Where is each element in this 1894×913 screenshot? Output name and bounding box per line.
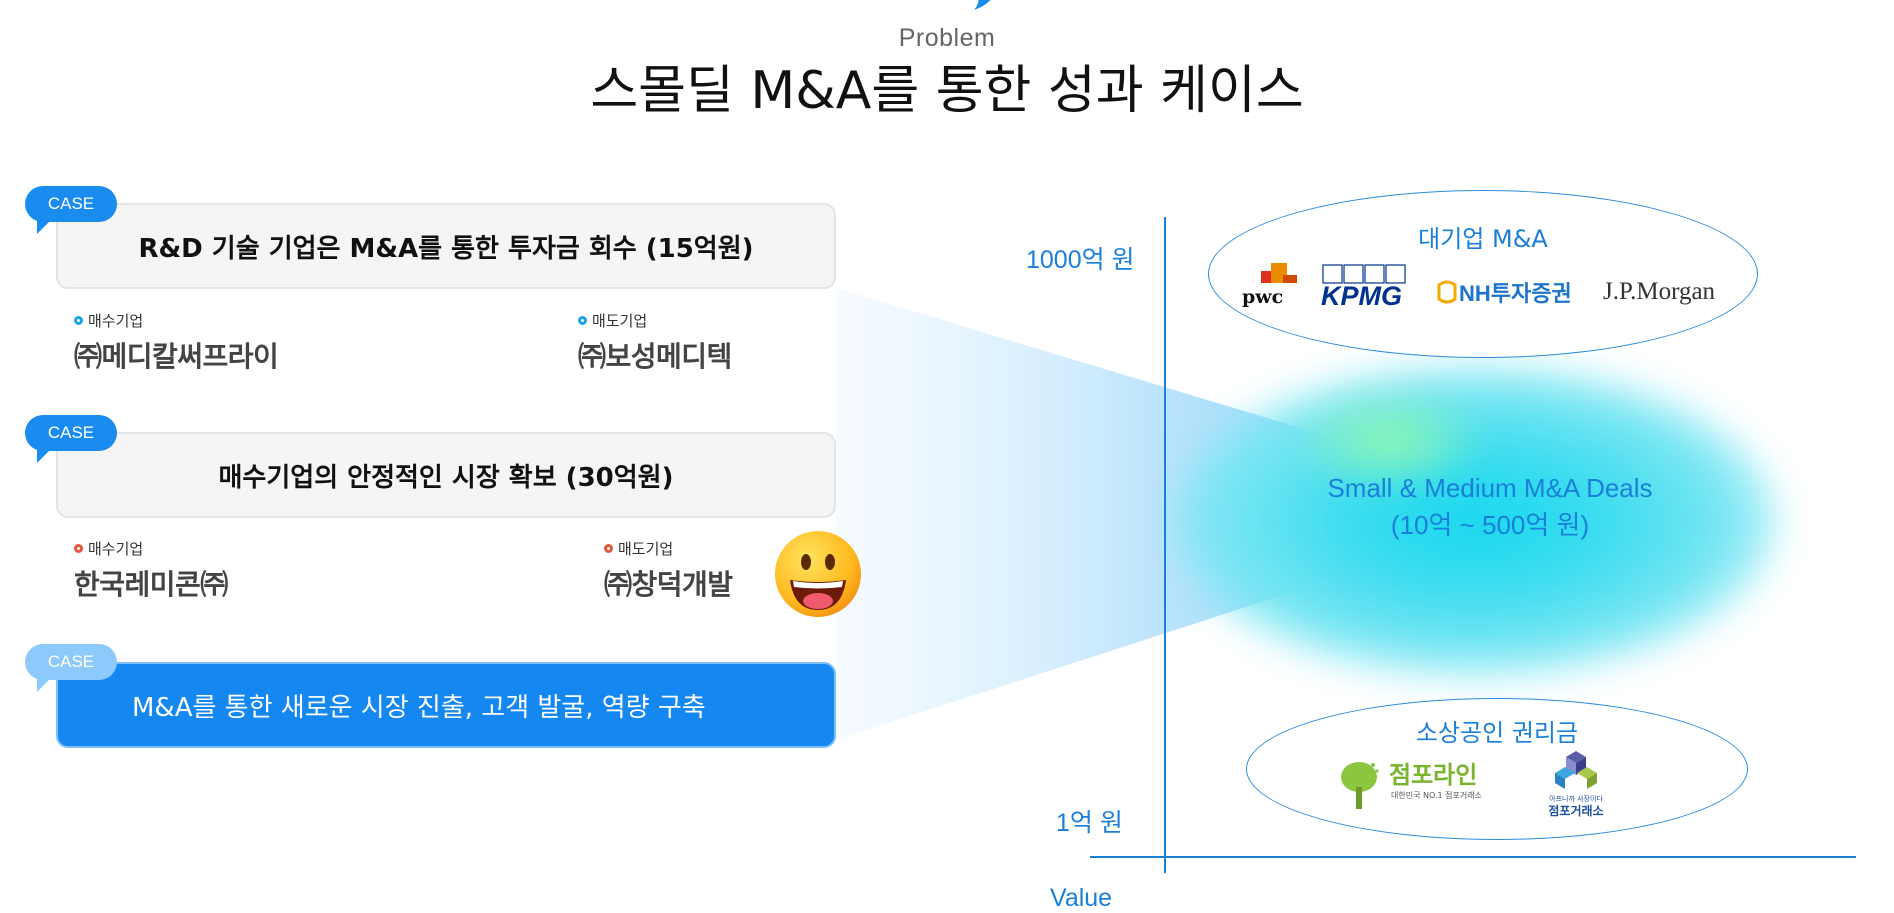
seller-company-name: ㈜창덕개발 xyxy=(604,568,733,601)
jeompo-exchange-logo: 아프니까 사장이다 점포거래소 xyxy=(1535,749,1617,819)
large-corp-title: 대기업 M&A xyxy=(1418,225,1548,253)
case-2-seller: 매도기업 ㈜창덕개발 xyxy=(604,538,733,603)
mid-market-range: (10억 ~ 500억 원) xyxy=(1390,510,1590,540)
location-pin-icon xyxy=(974,0,991,10)
jpmorgan-logo-text: J.P.Morgan xyxy=(1603,278,1716,305)
mid-market-title: Small & Medium M&A Deals xyxy=(1327,473,1653,503)
large-corp-bubble: 대기업 M&A pwc KPMG NH투자증권 J.P.Morgan xyxy=(1208,190,1758,358)
case-2-headline: 매수기업의 안정적인 시장 확보 (30억원) xyxy=(218,462,674,493)
small-business-bubble: 소상공인 권리금 점포라인 대한민국 NO.1 점포거래소 아프니까 사장이다 … xyxy=(1246,698,1748,840)
x-axis-label: Value xyxy=(1050,884,1113,912)
y-axis-top-label: 1000억 원 xyxy=(1026,246,1135,274)
case-3-tag: CASE xyxy=(25,644,117,692)
jpmorgan-logo: J.P.Morgan xyxy=(1601,273,1731,309)
case-2-tag: CASE xyxy=(25,415,117,463)
mid-market-label: Small & Medium M&A Deals (10억 ~ 500억 원) xyxy=(1280,470,1700,544)
small-business-title: 소상공인 권리금 xyxy=(1415,719,1579,747)
mid-market-glow-highlight xyxy=(1290,386,1490,496)
case-2-buyer: 매수기업 한국레미콘㈜ xyxy=(74,538,228,603)
buyer-role-label: 매수기업 xyxy=(88,313,144,330)
nh-investment-logo: NH투자증권 xyxy=(1437,275,1591,309)
y-axis xyxy=(1164,217,1166,873)
bullet-icon xyxy=(578,316,587,325)
case-3-headline: M&A를 통한 새로운 시장 진출, 고객 발굴, 역량 구축 xyxy=(132,692,706,723)
jeompoline-logo-sub: 대한민국 NO.1 점포거래소 xyxy=(1391,790,1482,800)
buyer-company-name: ㈜메디칼써프라이 xyxy=(74,340,279,373)
case-1-seller: 매도기업 ㈜보성메디텍 xyxy=(578,310,732,375)
case-3-headline-card: M&A를 통한 새로운 시장 진출, 고객 발굴, 역량 구축 xyxy=(56,662,836,748)
kpmg-logo: KPMG xyxy=(1321,263,1413,311)
jeompoline-logo-name: 점포라인 xyxy=(1389,761,1477,789)
section-eyebrow: Problem xyxy=(898,24,996,52)
nh-logo-text: NH투자증권 xyxy=(1459,281,1572,306)
pwc-logo-text: pwc xyxy=(1242,286,1283,307)
case-1-headline: R&D 기술 기업은 M&A를 통한 투자금 회수 (15억원) xyxy=(138,233,754,264)
bullet-icon xyxy=(604,544,613,553)
y-axis-bottom-label: 1억 원 xyxy=(1056,809,1123,837)
jeompo-exchange-name: 점포거래소 xyxy=(1548,803,1603,818)
page-title: 스몰딜 M&A를 통한 성과 케이스 xyxy=(590,61,1304,121)
seller-role-label: 매도기업 xyxy=(618,541,674,558)
jeompoline-logo: 점포라인 대한민국 NO.1 점포거래소 xyxy=(1337,757,1507,817)
buyer-company-name: 한국레미콘㈜ xyxy=(74,568,228,601)
x-axis xyxy=(1090,856,1856,858)
case-1-buyer: 매수기업 ㈜메디칼써프라이 xyxy=(74,310,279,375)
bullet-icon xyxy=(74,544,83,553)
buyer-role-label: 매수기업 xyxy=(88,541,144,558)
pwc-logo: pwc xyxy=(1239,261,1305,308)
grinning-face-icon xyxy=(775,531,861,617)
seller-company-name: ㈜보성메디텍 xyxy=(578,340,732,373)
case-1-tag: CASE xyxy=(25,186,117,234)
case-2-headline-card: 매수기업의 안정적인 시장 확보 (30억원) xyxy=(56,432,836,518)
kpmg-logo-text: KPMG xyxy=(1321,281,1402,309)
jeompo-exchange-tagline: 아프니까 사장이다 xyxy=(1549,794,1603,803)
case-1-headline-card: R&D 기술 기업은 M&A를 통한 투자금 회수 (15억원) xyxy=(56,203,836,289)
bullet-icon xyxy=(74,316,83,325)
seller-role-label: 매도기업 xyxy=(592,313,648,330)
